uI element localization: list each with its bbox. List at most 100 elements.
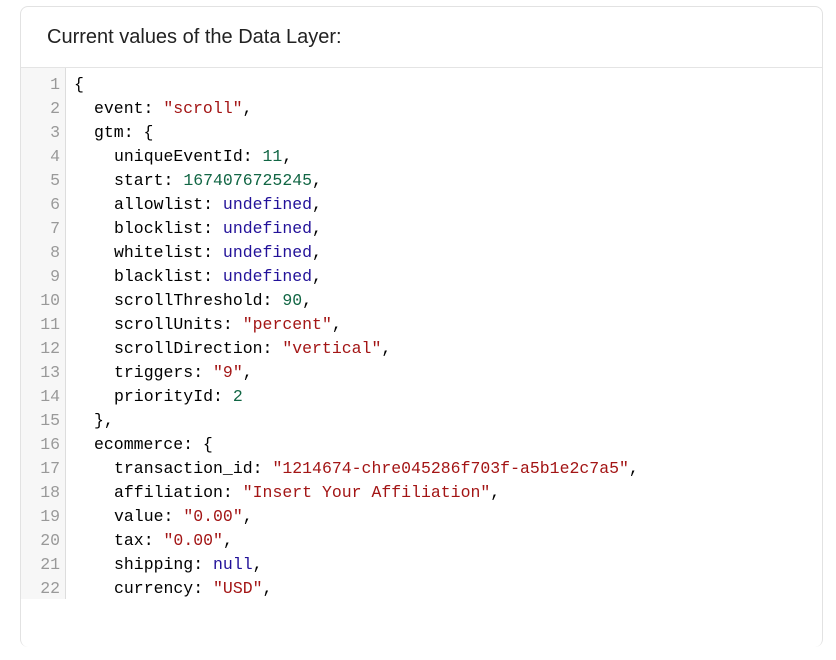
- line-number: 9: [50, 267, 60, 286]
- line-number: 21: [40, 555, 60, 574]
- property-key: tax:: [114, 531, 164, 550]
- line-number: 8: [50, 243, 60, 262]
- punctuation: ,: [242, 363, 253, 382]
- line-number: 5: [50, 171, 60, 190]
- code-text: {: [74, 73, 84, 97]
- line-number: 13: [40, 363, 60, 382]
- line-number: 1: [50, 75, 60, 94]
- punctuation: ,: [331, 315, 342, 334]
- property-value: "0.00": [183, 507, 243, 526]
- code-text: currency: "USD",: [114, 577, 272, 599]
- property-value: undefined: [222, 195, 313, 214]
- punctuation: ,: [262, 579, 273, 598]
- punctuation: ,: [252, 555, 263, 574]
- line-number: 12: [40, 339, 60, 358]
- code-text: event: "scroll",: [94, 97, 252, 121]
- property-value: 90: [282, 291, 303, 310]
- punctuation: ,: [628, 459, 639, 478]
- punctuation: ,: [312, 171, 322, 190]
- code-text: ecommerce: {: [94, 433, 213, 457]
- property-key: priorityId:: [114, 387, 233, 406]
- property-value: "0.00": [163, 531, 223, 550]
- code-text: value: "0.00",: [114, 505, 253, 529]
- property-value: "1214674-chre045286f703f-a5b1e2c7a5": [272, 459, 629, 478]
- line-number: 15: [40, 411, 60, 430]
- property-key: blacklist:: [114, 267, 223, 286]
- property-value: {: [202, 435, 213, 454]
- punctuation: ,: [242, 99, 253, 118]
- property-key: currency:: [114, 579, 214, 598]
- property-key: event:: [94, 99, 164, 118]
- property-key: value:: [114, 507, 184, 526]
- line-number: 3: [50, 123, 60, 142]
- property-value: "vertical": [282, 339, 382, 358]
- punctuation: ,: [490, 483, 501, 502]
- line-number: 7: [50, 219, 60, 238]
- property-key: affiliation:: [114, 483, 243, 502]
- code-text: triggers: "9",: [114, 361, 253, 385]
- property-key: blocklist:: [114, 219, 223, 238]
- code-text: blacklist: undefined,: [114, 265, 322, 289]
- line-number: 6: [50, 195, 60, 214]
- property-key: shipping:: [114, 555, 214, 574]
- data-layer-panel: Current values of the Data Layer: 1 {2 eve…: [20, 6, 823, 647]
- property-value: 2: [232, 387, 243, 406]
- line-number: 14: [40, 387, 60, 406]
- code-text: priorityId: 2: [114, 385, 243, 409]
- property-value: 1674076725245: [183, 171, 313, 190]
- property-value: undefined: [222, 267, 313, 286]
- property-key: gtm:: [94, 123, 144, 142]
- code-text: affiliation: "Insert Your Affiliation",: [114, 481, 500, 505]
- punctuation: ,: [222, 531, 233, 550]
- punctuation: ,: [312, 195, 322, 214]
- property-value: "Insert Your Affiliation": [242, 483, 491, 502]
- panel-title: Current values of the Data Layer:: [21, 7, 822, 68]
- line-number: 11: [40, 315, 60, 334]
- property-key: ecommerce:: [94, 435, 203, 454]
- punctuation: ,: [312, 219, 322, 238]
- property-value: "USD": [213, 579, 263, 598]
- code-text: blocklist: undefined,: [114, 217, 322, 241]
- line-number-gutter: [21, 68, 66, 599]
- code-text: transaction_id: "1214674-chre045286f703f…: [114, 457, 639, 481]
- line-number: 19: [40, 507, 60, 526]
- property-key: scrollThreshold:: [114, 291, 283, 310]
- property-value: undefined: [222, 219, 313, 238]
- code-text: shipping: null,: [114, 553, 263, 577]
- property-value: "9": [213, 363, 243, 382]
- line-number: 2: [50, 99, 60, 118]
- punctuation: ,: [282, 147, 293, 166]
- property-value: null: [213, 555, 253, 574]
- property-key: uniqueEventId:: [114, 147, 263, 166]
- punctuation: ,: [242, 507, 253, 526]
- property-value: "percent": [242, 315, 332, 334]
- property-value: 11: [262, 147, 283, 166]
- line-number: 20: [40, 531, 60, 550]
- punctuation: ,: [302, 291, 313, 310]
- line-number: 4: [50, 147, 60, 166]
- property-value: undefined: [222, 243, 313, 262]
- property-value: },: [94, 411, 114, 430]
- property-value: {: [143, 123, 154, 142]
- punctuation: ,: [381, 339, 392, 358]
- property-key: scrollUnits:: [114, 315, 243, 334]
- code-text: gtm: {: [94, 121, 153, 145]
- property-key: allowlist:: [114, 195, 223, 214]
- code-text: tax: "0.00",: [114, 529, 233, 553]
- property-value: {: [74, 75, 84, 94]
- property-value: "scroll": [163, 99, 243, 118]
- punctuation: ,: [312, 267, 322, 286]
- code-text: allowlist: undefined,: [114, 193, 322, 217]
- code-text: scrollDirection: "vertical",: [114, 337, 391, 361]
- property-key: triggers:: [114, 363, 214, 382]
- code-text: scrollThreshold: 90,: [114, 289, 312, 313]
- code-text: },: [94, 409, 114, 433]
- line-number: 18: [40, 483, 60, 502]
- punctuation: ,: [312, 243, 322, 262]
- line-number: 22: [40, 579, 60, 598]
- property-key: whitelist:: [114, 243, 223, 262]
- property-key: start:: [114, 171, 184, 190]
- line-number: 10: [40, 291, 60, 310]
- line-number: 17: [40, 459, 60, 478]
